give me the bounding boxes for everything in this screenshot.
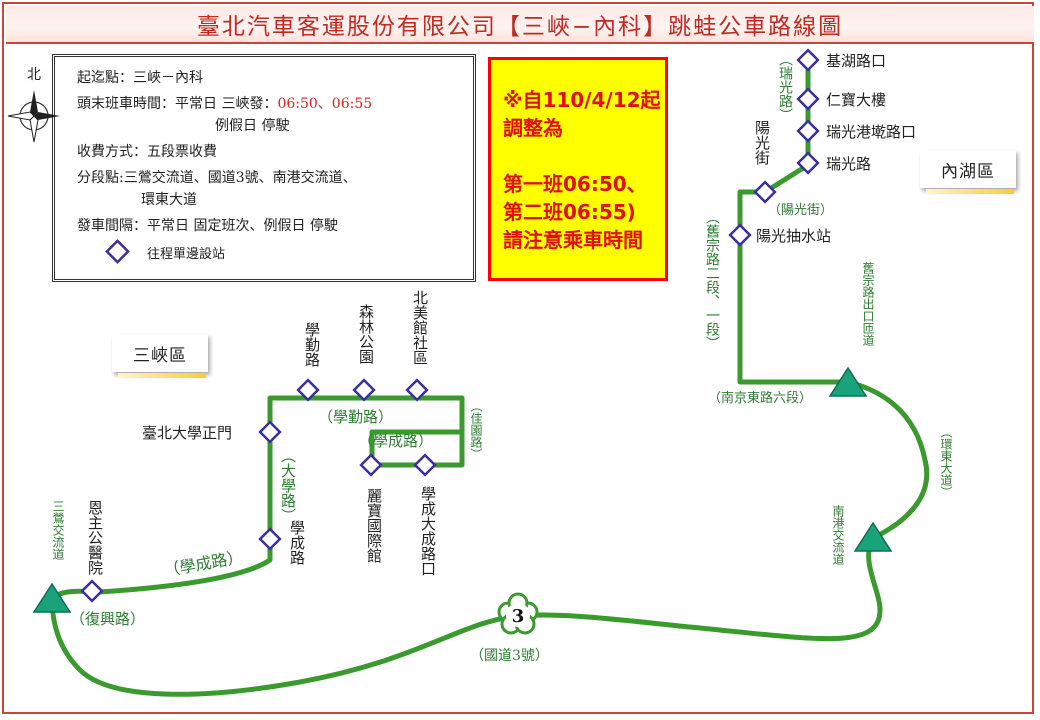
stop-label-enzhu: 恩主公醫院 — [86, 500, 104, 576]
road-label-fuxing: （復興路） — [70, 610, 145, 628]
freeway-3-shield-icon: 3 — [497, 592, 539, 635]
stop-label-renbao: 仁寶大樓 — [826, 91, 886, 109]
compass-rose-icon: 北 — [7, 67, 60, 143]
notice-line-5: 請注意乘車時間 — [503, 228, 643, 252]
stop-label-ruiguang: 瑞光路 — [826, 155, 871, 173]
stop-ruiguang-icon — [796, 151, 820, 175]
road-label-xueqin: （學勤路） — [318, 408, 393, 426]
info-box: 起迄點：三峽－內科 頭末班車時間：平常日 三峽發：06:50、06:55 例假日… — [52, 54, 476, 282]
stop-forest-park-icon — [352, 378, 376, 402]
road-label-yangguang-street: （陽光街） — [768, 203, 833, 218]
road-label-nanjing: （南京東路六段） — [708, 390, 812, 406]
stop-enzhu-icon — [80, 579, 104, 603]
stop-xuecheng-road-icon — [258, 527, 282, 551]
page-title: 臺北汽車客運股份有限公司【三峽−內科】跳蛙公車路線圖 — [196, 14, 844, 40]
interchange-label-jiuzong: 舊宗路出口匝道 — [861, 261, 875, 346]
fare-points-text-2: 環東大道 — [141, 192, 197, 208]
stop-jihu-icon — [796, 48, 820, 72]
interchange-sanying-icon — [32, 582, 72, 613]
stop-label-jihu: 基湖路口 — [826, 52, 886, 70]
road-label-jiayuan: （佳園路） — [469, 400, 483, 460]
route-lines — [49, 55, 930, 697]
route-segment-huandong — [845, 379, 930, 541]
notice-line-2: 調整為 — [503, 116, 563, 140]
interchange-jiuzong-icon — [828, 366, 868, 397]
schedule-prefix: 頭末班車時間：平常日 三峽發： — [77, 96, 278, 112]
stop-label-libao: 麗寶國際館 — [365, 488, 383, 563]
title-bar: 臺北汽車客運股份有限公司【三峽−內科】跳蛙公車路線圖 — [6, 6, 1034, 44]
road-label-freeway: （國道3號） — [470, 648, 549, 664]
road-label-daxue: （大學路） — [279, 448, 297, 523]
fare-text: 收費方式：五段票收費 — [77, 144, 217, 160]
route-segment-freeway — [49, 595, 521, 697]
interchange-label-sanying: 三鶯交流道 — [51, 500, 65, 560]
stop-label-yangguang-street: 陽光街 — [753, 120, 771, 165]
stop-ntpu-gate-icon — [258, 420, 282, 444]
stop-ruiguang-gangdun-icon — [796, 119, 820, 143]
notice-line-4: 第二班06:55) — [503, 200, 636, 224]
road-label-ruiguang: （瑞光路） — [777, 52, 793, 122]
freeway-shield-number: 3 — [512, 606, 525, 627]
stop-label-xuecheng-dacheng: 學成大成路口 — [419, 485, 437, 576]
schedule-times: 06:50、06:55 — [277, 96, 373, 112]
stop-label-ruiguang-gangdun: 瑞光港墘路口 — [826, 123, 916, 141]
district-label-sanxia: 三峽區 — [112, 334, 208, 378]
stop-label-forest-park: 森林公園 — [357, 304, 375, 364]
endpoints-text: 起迄點：三峽－內科 — [77, 70, 203, 86]
district-label-neihu: 內湖區 — [920, 150, 1016, 194]
holiday-text: 例假日 停駛 — [215, 118, 290, 134]
stop-yangguang-street-icon — [753, 180, 777, 204]
stop-label-north-museum: 北美館社區 — [411, 290, 429, 365]
road-label-huandong: （環東大道） — [939, 426, 953, 498]
stop-label-xuecheng-road: 學成路 — [288, 519, 306, 565]
route-segment-nangang — [515, 535, 883, 642]
stop-label-xueqin: 學勤路 — [303, 321, 321, 367]
stop-markers — [80, 48, 820, 603]
stop-xueqin-icon — [296, 378, 320, 402]
notice-line-1: ※自110/4/12起 — [503, 88, 661, 112]
stop-xuecheng-dacheng-icon — [413, 453, 437, 477]
schedule-text: 頭末班車時間：平常日 三峽發：06:50、06:55 — [77, 93, 372, 113]
fare-points-text: 分段點:三鶯交流道、國道3號、南港交流道、 — [77, 170, 357, 186]
road-label-xuecheng-inner: （學成路） — [358, 432, 433, 450]
compass-north-label: 北 — [27, 67, 41, 83]
stop-north-museum-icon — [405, 378, 429, 402]
interchange-label-nangang: 南港交流道 — [831, 504, 845, 565]
route-segment-sanxia — [49, 395, 465, 601]
road-label-jiuzong: （舊宗路二段、一段） — [704, 210, 720, 350]
legend-label: 往程單邊設站 — [147, 247, 226, 262]
stop-label-ntpu-gate: 臺北大學正門 — [142, 424, 232, 442]
legend-stop-icon — [105, 239, 130, 264]
stop-renbao-icon — [796, 87, 820, 111]
stop-yangguang-pump-icon — [728, 223, 752, 247]
route-segment-ruiguang — [737, 55, 851, 385]
stop-libao-icon — [359, 453, 383, 477]
schedule-notice: ※自110/4/12起 調整為 第一班06:50、 第二班06:55) 請注意乘… — [488, 57, 668, 281]
interchange-nangang-icon — [853, 521, 893, 552]
notice-line-3: 第一班06:50、 — [503, 172, 647, 196]
stop-label-yangguang-pump: 陽光抽水站 — [756, 227, 831, 245]
interval-text: 發車間隔：平常日 固定班次、例假日 停駛 — [77, 218, 338, 234]
